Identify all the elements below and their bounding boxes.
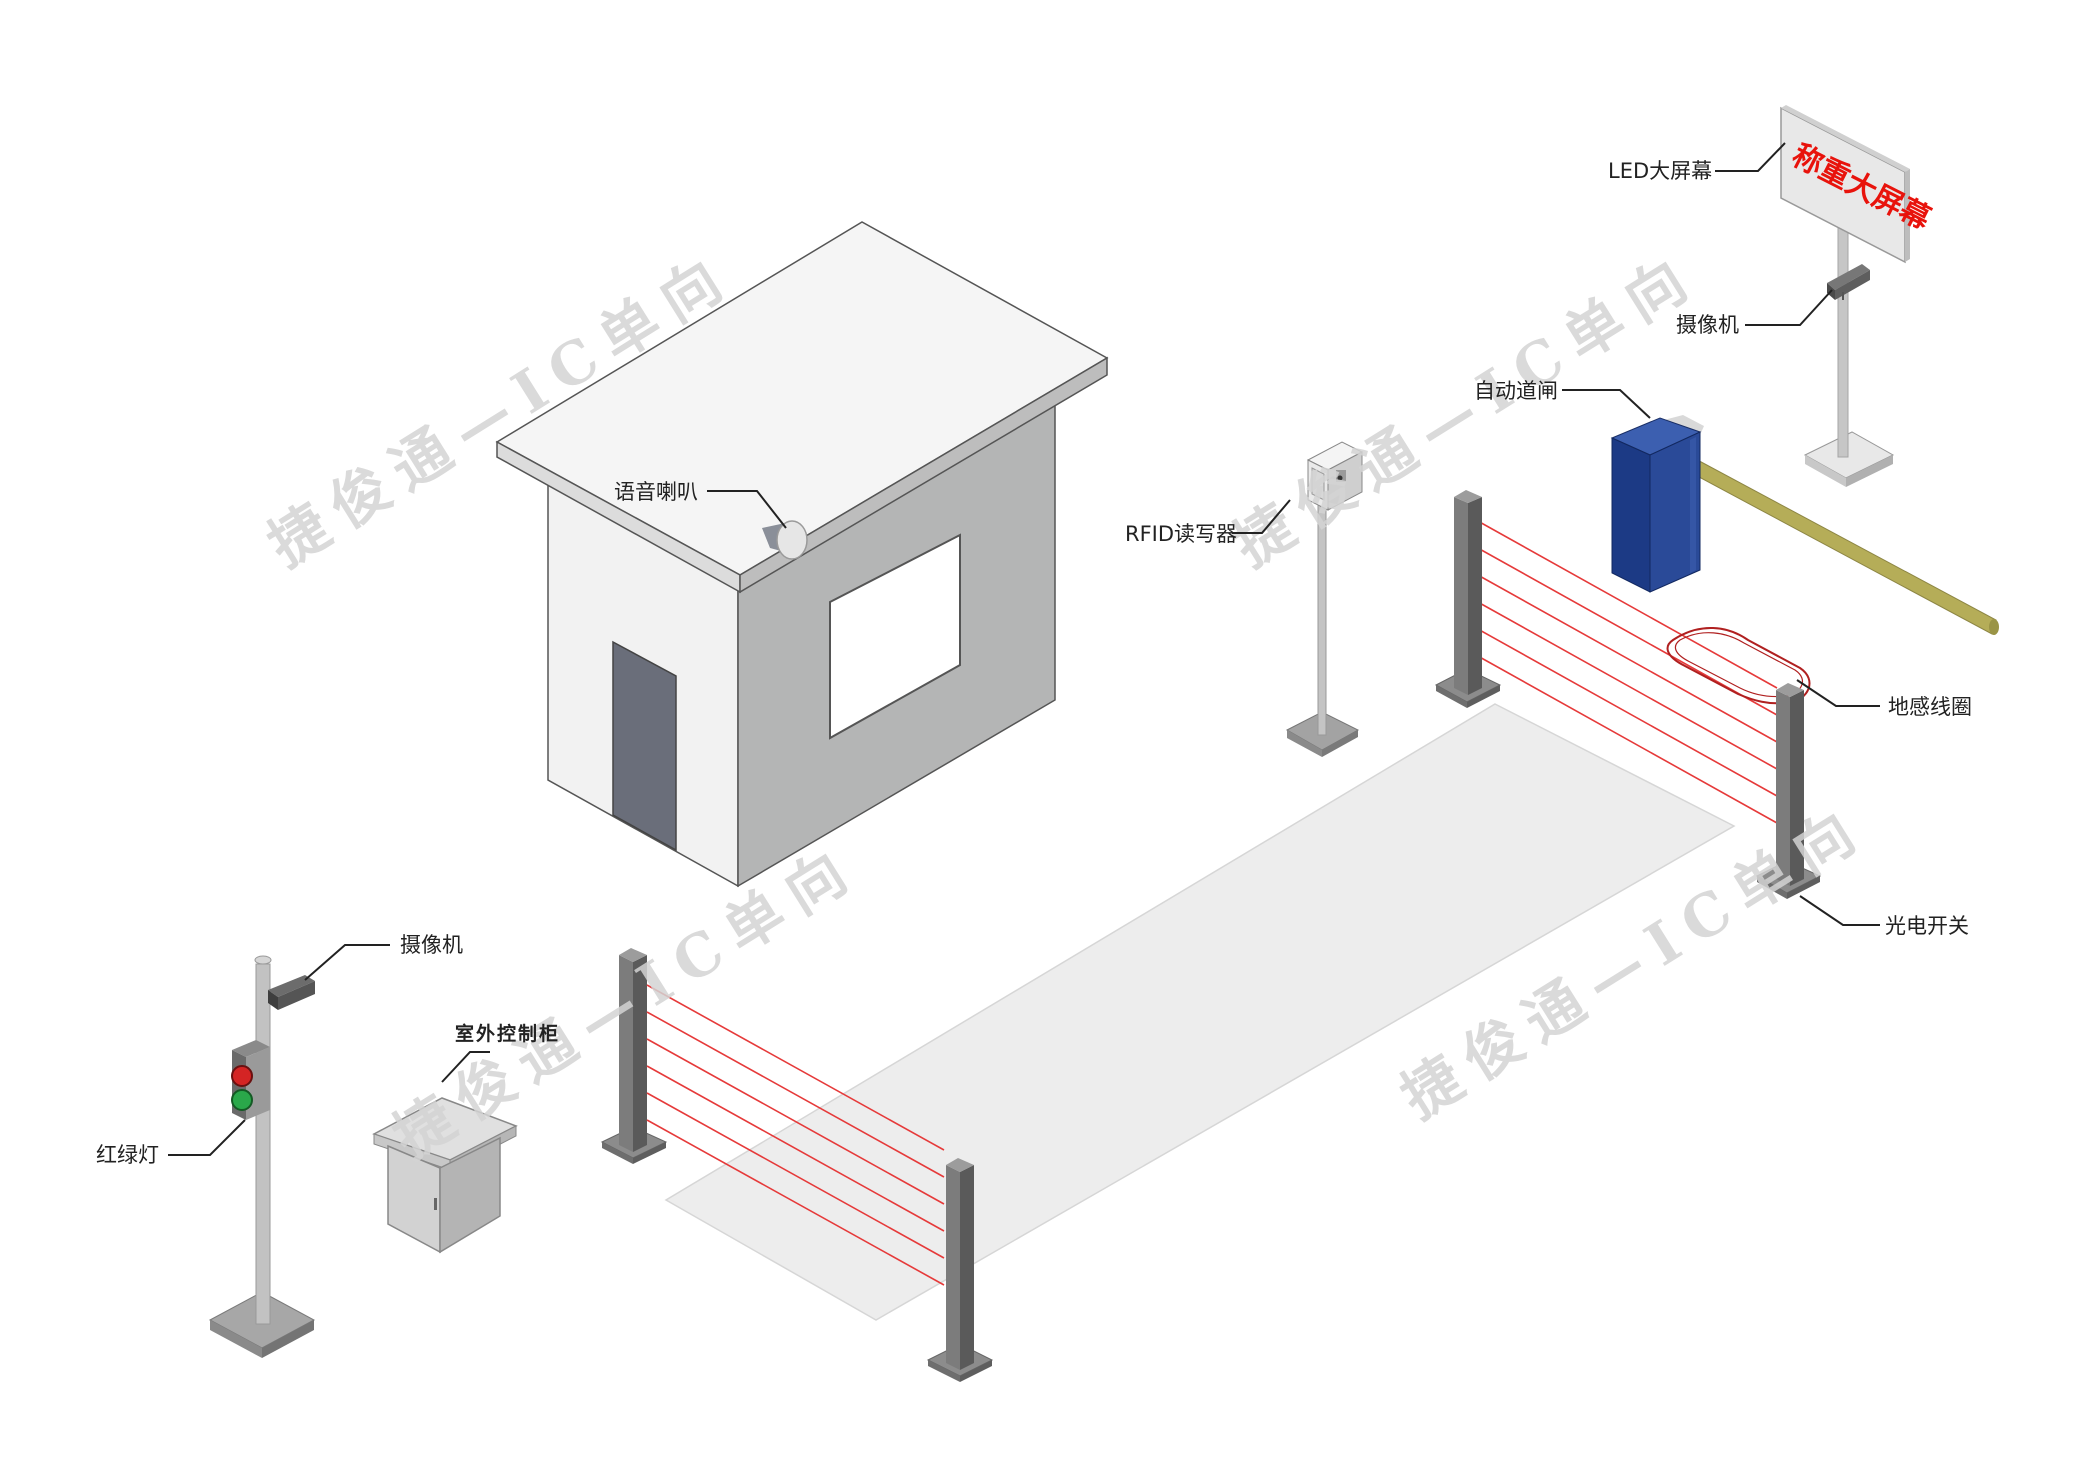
leader-camera-left	[304, 944, 390, 981]
leader-rfid	[1232, 499, 1291, 534]
traffic-light	[231, 1040, 270, 1120]
label-control-cabinet: 室外控制柜	[455, 1022, 560, 1045]
photo-switch-back-right-post	[1755, 683, 1822, 899]
label-camera-left: 摄像机	[400, 933, 463, 957]
red-light-icon	[231, 1065, 253, 1087]
leader-photo-switch	[1799, 895, 1880, 926]
guard-booth	[495, 221, 1109, 888]
label-camera-top: 摄像机	[1676, 313, 1739, 337]
scale-platform	[664, 703, 1736, 1321]
booth-window	[829, 533, 961, 740]
photo-switch-front	[600, 948, 994, 1382]
traffic-light-pole	[208, 955, 316, 1358]
leader-camera-top	[1745, 289, 1833, 326]
leader-speaker	[707, 490, 787, 529]
leader-led-screen	[1715, 142, 1786, 172]
photo-switch-back	[1434, 490, 1778, 824]
booth-door	[612, 640, 677, 852]
booth-roof-side-edge	[739, 356, 1108, 594]
label-barrier-gate: 自动道闸	[1474, 379, 1558, 403]
label-led-screen: LED大屏幕	[1608, 159, 1712, 183]
voice-speaker	[762, 520, 808, 560]
label-speaker: 语音喇叭	[614, 480, 698, 504]
green-light-icon	[231, 1089, 253, 1111]
outdoor-control-cabinet	[372, 1097, 518, 1254]
leader-ground-loop	[1796, 679, 1880, 707]
rfid-reader	[1285, 441, 1364, 757]
label-ground-loop: 地感线圈	[1888, 695, 1972, 719]
auto-barrier-gate	[1610, 415, 1999, 635]
led-screen-stand: 称重大屏幕	[1780, 105, 1937, 487]
label-rfid-reader: RFID读写器	[1125, 522, 1237, 546]
camera-top	[1827, 264, 1870, 300]
leader-control-cabinet	[441, 1051, 490, 1083]
label-traffic-light: 红绿灯	[96, 1143, 159, 1167]
label-photo-switch: 光电开关	[1885, 914, 1969, 938]
camera-left	[268, 975, 315, 1010]
leader-barrier-gate	[1562, 389, 1651, 419]
leader-traffic-light	[168, 1119, 246, 1156]
